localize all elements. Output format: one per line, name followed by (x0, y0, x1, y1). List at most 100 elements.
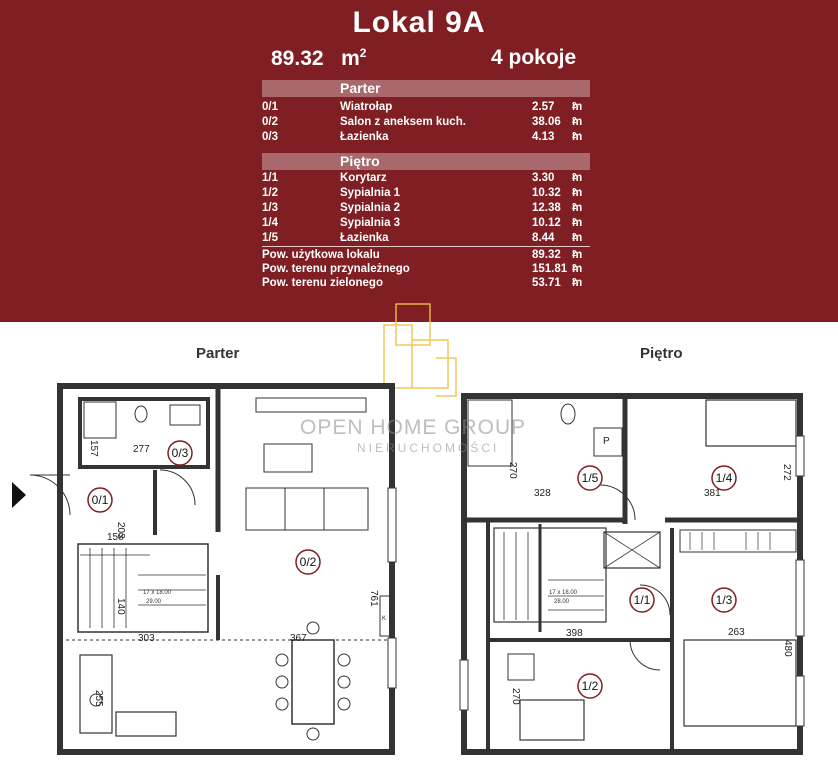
room-marker-circle (295, 549, 321, 575)
info-header: Lokal 9A 89.32 m2 4 pokoje Parter 0/1 Wia… (0, 0, 838, 322)
dimension-label: 255 (93, 690, 104, 707)
dimension-label: 277 (133, 444, 150, 455)
room-area: 10.12 (532, 217, 561, 229)
room-marker-circle (87, 487, 113, 513)
dimension-label: 140 (115, 598, 126, 615)
room-marker-circle (577, 465, 603, 491)
stairs-text-pietro-1: 17 x 18.00 (549, 590, 578, 596)
room-marker-circle (629, 587, 655, 613)
dimension-label: 381 (704, 488, 721, 499)
room-area: 2.57 (532, 101, 555, 113)
room-number: 0/1 (262, 101, 278, 113)
room-area: 3.30 (532, 172, 555, 184)
room-area: 151.81 (532, 263, 568, 275)
logo-watermark (383, 303, 457, 397)
dimension-label: 203 (115, 522, 126, 539)
total-area-unit-sup: 2 (359, 46, 367, 60)
room-marker-circle (711, 465, 737, 491)
room-marker-parter: 0/1 (92, 493, 109, 507)
stairs-text-pietro-2: 28.00 (554, 599, 570, 605)
room-number: 1/4 (262, 217, 278, 229)
room-marker-parter: 0/3 (172, 446, 189, 460)
room-name: Łazienka (340, 232, 389, 244)
stairs-text-parter-2: 29.00 (146, 599, 162, 605)
label-k: K (382, 616, 386, 622)
dimension-label: 480 (782, 640, 793, 657)
room-marker-pietro: 1/1 (634, 593, 651, 607)
summary-divider (262, 246, 590, 247)
label-p: P (603, 436, 610, 447)
total-area: 89.32 m2 (271, 46, 366, 71)
room-area: 53.71 (532, 277, 561, 289)
room-marker-pietro: 1/4 (716, 471, 733, 485)
entrance-arrow-icon (12, 482, 26, 508)
room-name: Łazienka (340, 131, 389, 143)
room-name: Sypialnia 1 (340, 187, 401, 199)
dimension-label: 272 (781, 464, 792, 481)
plan-label-parter: Parter (196, 345, 240, 362)
room-name: Pow. terenu zielonego (262, 277, 383, 289)
section-parter-label: Parter (340, 80, 381, 96)
room-name: Pow. użytkowa lokalu (262, 249, 380, 261)
room-name: Sypialnia 3 (340, 217, 401, 229)
unit-title: Lokal 9A (352, 6, 486, 39)
room-marker-circle (167, 440, 193, 466)
room-marker-pietro: 1/3 (716, 593, 733, 607)
room-count: 4 pokoje (491, 46, 577, 69)
stairs-text-parter-1: 17 x 18.00 (143, 590, 172, 596)
watermark-sub: NIERUCHOMOŚCI (357, 440, 499, 455)
room-area: 12.38 (532, 202, 561, 214)
room-marker-pietro: 1/2 (582, 679, 599, 693)
watermark-name: OPEN HOME GROUP (300, 416, 526, 439)
room-marker-circle (711, 587, 737, 613)
room-markers: 0/3 0/1 0/2 1/5 1/4 1/1 1/3 1/2 (87, 440, 737, 699)
section-pietro-label: Piętro (340, 153, 380, 169)
total-area-unit: m (341, 47, 360, 70)
room-name: Sypialnia 2 (340, 202, 401, 214)
room-name: Pow. terenu przynależnego (262, 263, 410, 275)
dimension-label: 158 (107, 532, 124, 543)
room-name: Korytarz (340, 172, 387, 184)
room-number: 1/2 (262, 187, 278, 199)
section-pietro: Piętro (262, 153, 590, 170)
section-parter: Parter (262, 80, 590, 97)
room-area: 38.06 (532, 116, 561, 128)
room-marker-pietro: 1/5 (582, 471, 599, 485)
room-area: 4.13 (532, 131, 555, 143)
room-marker-circle (577, 673, 603, 699)
room-number: 0/3 (262, 131, 278, 143)
dimension-label: 270 (507, 462, 518, 479)
room-name: Wiatrołap (340, 101, 393, 113)
dimension-label: 303 (138, 633, 155, 644)
room-area: 8.44 (532, 232, 555, 244)
room-marker-parter: 0/2 (300, 555, 317, 569)
room-area: 10.32 (532, 187, 561, 199)
room-number: 1/1 (262, 172, 278, 184)
dimension-label: 398 (566, 628, 583, 639)
dimension-label: 761 (368, 590, 379, 607)
dimension-label: 367 (290, 633, 307, 644)
room-number: 1/5 (262, 232, 278, 244)
plan-label-pietro: Piętro (640, 345, 683, 362)
